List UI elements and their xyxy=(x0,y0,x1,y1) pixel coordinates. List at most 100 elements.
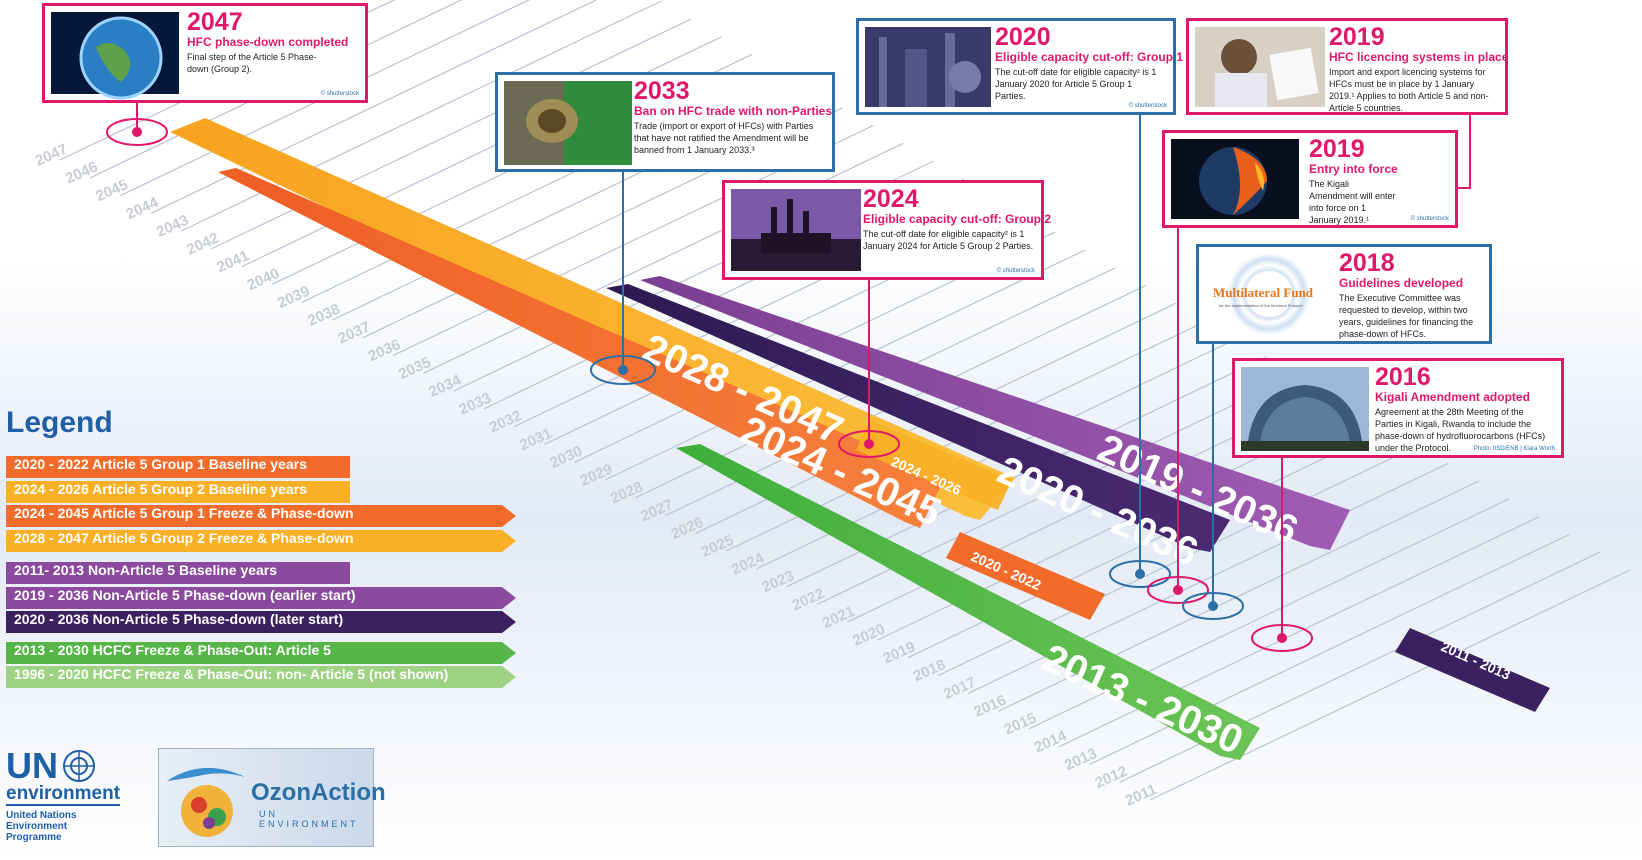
year-label: 2025 xyxy=(699,532,736,561)
event-card-2024: 2024 Eligible capacity cut-off: Group 2 … xyxy=(722,180,1051,280)
photo-credit: © shutterstock xyxy=(1128,103,1167,109)
event-card-2033: 2033 Ban on HFC trade with non-Parties T… xyxy=(495,72,835,172)
legend-item: 2024 - 2026 Article 5 Group 2 Baseline y… xyxy=(6,481,350,503)
year-label: 2014 xyxy=(1032,727,1070,756)
event-year: 2020 xyxy=(995,23,1051,51)
ozonaction-logo: OzonAction UN ENVIRONMENT xyxy=(158,748,386,847)
un-wordmark: UN xyxy=(6,745,58,786)
marker-2047 xyxy=(106,118,168,146)
event-year: 2019 xyxy=(1309,135,1365,163)
event-desc: Import and export licencing systems for … xyxy=(1329,67,1489,113)
year-label: 2021 xyxy=(820,603,857,632)
factory-photo xyxy=(731,189,861,271)
event-title: HFC phase-down completed xyxy=(187,35,349,49)
band-2013-2030 xyxy=(676,444,1260,760)
burning-earth-photo xyxy=(1171,139,1299,219)
marker-dot-2018 xyxy=(1208,601,1218,611)
marker-2033 xyxy=(590,355,656,385)
year-label: 2029 xyxy=(578,461,615,490)
year-label: 2040 xyxy=(245,265,282,294)
event-desc: The cut-off date for eligible capacity² … xyxy=(863,229,1034,251)
year-label: 2032 xyxy=(487,407,524,436)
legend-item: 2013 - 2030 HCFC Freeze & Phase-Out: Art… xyxy=(6,642,516,664)
unep-full-name: United Nations Environment Programme xyxy=(6,810,77,843)
event-title: Ban on HFC trade with non-Parties xyxy=(634,104,833,118)
year-label: 2036 xyxy=(366,336,403,365)
ozonaction-wordmark: OzonAction xyxy=(251,779,386,806)
year-label: 2044 xyxy=(124,194,162,223)
year-label: 2015 xyxy=(1002,709,1039,738)
band-2011-2013 xyxy=(1395,628,1550,712)
event-card-2016: 2016 Kigali Amendment adopted Agreement … xyxy=(1232,358,1564,458)
year-label: 2042 xyxy=(184,229,221,258)
event-card-2020: 2020 Eligible capacity cut-off: Group 1 … xyxy=(856,18,1183,115)
year-label: 2041 xyxy=(214,247,251,276)
year-label: 2043 xyxy=(154,212,191,241)
year-label: 2024 xyxy=(729,549,767,578)
year-label: 2018 xyxy=(911,656,948,685)
event-desc: Final step of the Article 5 Phase-down (… xyxy=(187,52,317,74)
event-card-2047: 2047 HFC phase-down completed Final step… xyxy=(42,3,368,103)
event-year: 2018 xyxy=(1339,249,1395,277)
legend-item: 2020 - 2036 Non-Article 5 Phase-down (la… xyxy=(6,611,516,633)
event-year: 2019 xyxy=(1329,23,1385,51)
multilateral-fund-logo: Multilateral Fund for the Implementation… xyxy=(1205,253,1333,335)
un-environment-logo: UN environment United Nations Environmen… xyxy=(6,748,126,848)
multilateral-fund-name: Multilateral Fund xyxy=(1213,285,1314,300)
event-year: 2016 xyxy=(1375,363,1431,391)
earth-photo xyxy=(51,12,179,100)
year-label: 2045 xyxy=(93,176,130,205)
year-label: 2016 xyxy=(971,692,1008,721)
un-emblem-icon xyxy=(63,750,95,782)
environment-wordmark: environment xyxy=(6,783,121,806)
photo-credit: © shutterstock xyxy=(1410,216,1449,222)
year-label: 2028 xyxy=(608,478,645,507)
year-label: 2038 xyxy=(305,301,342,330)
marker-dot-2033 xyxy=(618,365,628,375)
marker-2016 xyxy=(1251,624,1313,652)
event-title: Guidelines developed xyxy=(1339,276,1464,290)
event-desc: Agreement at the 28th Meeting of the Par… xyxy=(1375,407,1546,453)
band-2024-2045 xyxy=(218,168,945,528)
year-label: 2020 xyxy=(850,621,887,650)
globe-hands-icon xyxy=(167,767,245,837)
band-2019-2036 xyxy=(640,276,1350,550)
photo-credit: © shutterstock xyxy=(320,91,359,97)
year-label: 2037 xyxy=(335,318,372,347)
marker-dot-2024 xyxy=(864,439,874,449)
year-label: 2035 xyxy=(396,354,433,383)
legend-item: 1996 - 2020 HCFC Freeze & Phase-Out: non… xyxy=(6,666,516,688)
marker-dot-2016 xyxy=(1277,633,1287,643)
event-card-2018: Multilateral Fund for the Implementation… xyxy=(1196,244,1492,344)
legend-title: Legend xyxy=(6,406,113,439)
marker-2019 xyxy=(1147,576,1209,604)
year-label: 2023 xyxy=(759,567,796,596)
event-title: HFC licencing systems in place xyxy=(1329,50,1509,64)
building-photo xyxy=(1241,367,1369,451)
year-gridline xyxy=(211,18,692,250)
marker-dot-2020 xyxy=(1135,569,1145,579)
photo-credit: © shutterstock xyxy=(996,268,1035,274)
event-desc: The Kigali Amendment will enter into for… xyxy=(1309,179,1396,225)
marker-2018 xyxy=(1182,592,1244,620)
valve-photo xyxy=(504,81,632,165)
year-label: 2031 xyxy=(517,425,554,454)
official-photo xyxy=(1195,27,1325,107)
year-gridline xyxy=(1149,569,1631,801)
year-label: 2027 xyxy=(638,496,675,525)
band-2020-2022 xyxy=(946,532,1105,620)
legend-item: 2011- 2013 Non-Article 5 Baseline years xyxy=(6,562,350,584)
multilateral-fund-sub: for the Implementation of the Montreal P… xyxy=(1219,303,1303,308)
event-card-2019-entry: 2019 Entry into force The Kigali Amendme… xyxy=(1162,130,1458,228)
year-label: 2022 xyxy=(790,585,827,614)
year-label: 2039 xyxy=(275,283,312,312)
year-label: 2026 xyxy=(669,514,706,543)
year-label: 2017 xyxy=(941,674,978,703)
event-desc: Trade (import or export of HFCs) with Pa… xyxy=(634,121,814,155)
connector-2019-licencing xyxy=(1456,115,1471,189)
year-gridline xyxy=(604,249,1086,481)
event-year: 2024 xyxy=(863,185,919,213)
year-label: 2019 xyxy=(880,638,917,667)
year-label: 2013 xyxy=(1062,745,1099,774)
